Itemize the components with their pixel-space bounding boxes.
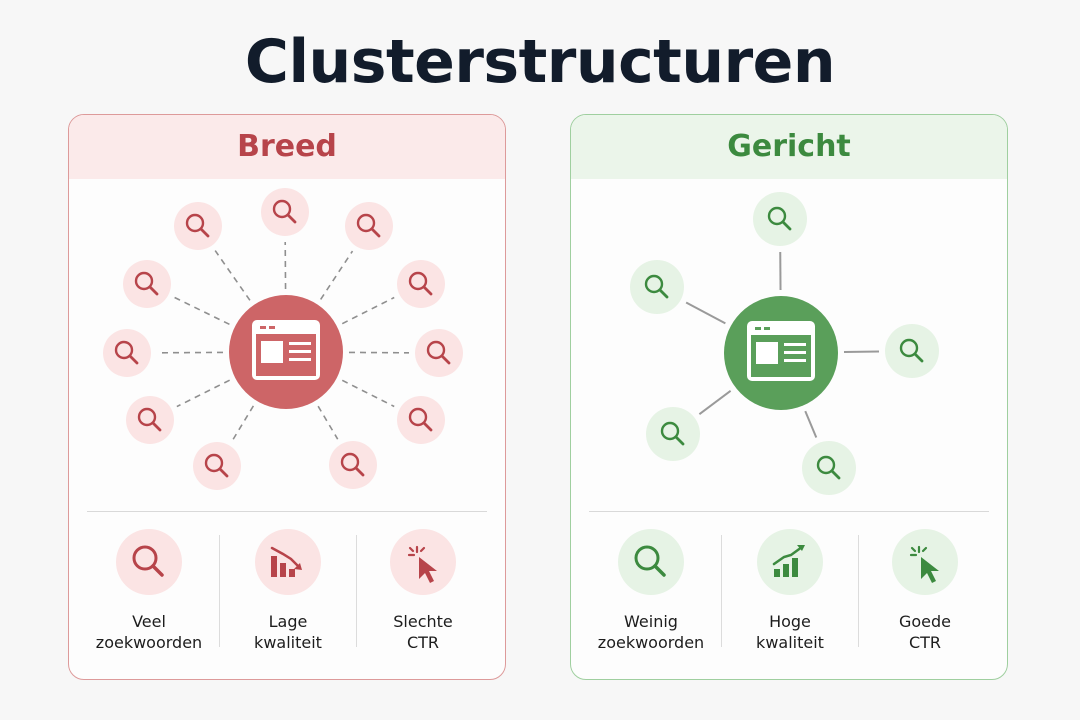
cluster-link	[698, 390, 732, 415]
search-icon	[116, 529, 182, 595]
cluster-link	[231, 405, 255, 441]
keyword-node	[345, 202, 393, 250]
keyword-node	[126, 396, 174, 444]
keyword-node	[415, 329, 463, 377]
cluster-link	[319, 250, 354, 300]
keyword-node	[261, 188, 309, 236]
search-icon	[408, 407, 433, 432]
divider	[87, 511, 487, 512]
cluster-link	[685, 301, 726, 325]
cluster-link	[214, 250, 251, 301]
broad-cluster-diagram	[103, 188, 463, 490]
search-icon	[204, 453, 229, 478]
search-icon	[426, 340, 451, 365]
search-icon	[899, 338, 924, 363]
separator	[858, 535, 859, 647]
cursor-click-icon	[390, 529, 456, 595]
webpage-icon	[252, 320, 320, 380]
keyword-node	[885, 324, 939, 378]
cluster-link	[317, 405, 339, 440]
bar-chart-down-icon	[255, 529, 321, 595]
cursor-click-icon	[892, 529, 958, 595]
panel-heading: Gericht	[571, 115, 1007, 179]
keyword-node	[753, 192, 807, 246]
separator	[219, 535, 220, 647]
search-icon	[767, 206, 792, 231]
keyword-node	[802, 441, 856, 495]
cluster-link	[843, 350, 880, 354]
keyword-node	[397, 260, 445, 308]
keyword-node	[193, 442, 241, 490]
keyword-node	[630, 260, 684, 314]
keyword-node	[174, 202, 222, 250]
keyword-node	[103, 329, 151, 377]
search-icon	[272, 199, 297, 224]
search-icon	[134, 271, 159, 296]
cluster-link	[341, 296, 395, 325]
cluster-link	[341, 379, 395, 408]
search-icon	[644, 274, 669, 299]
search-icon	[340, 452, 365, 477]
search-icon	[114, 340, 139, 365]
bar-chart-up-icon	[757, 529, 823, 595]
search-icon	[618, 529, 684, 595]
hub-page	[229, 295, 343, 409]
keyword-node	[329, 441, 377, 489]
search-icon	[816, 455, 841, 480]
divider	[589, 511, 989, 512]
page-title: Clusterstructuren	[244, 27, 836, 97]
separator	[356, 535, 357, 647]
separator	[721, 535, 722, 647]
keyword-node	[646, 407, 700, 461]
search-icon	[408, 271, 433, 296]
keyword-node	[123, 260, 171, 308]
hub-page	[724, 296, 838, 410]
search-icon	[137, 407, 162, 432]
focused-cluster-diagram	[630, 192, 939, 495]
webpage-icon	[747, 321, 815, 381]
keyword-node	[397, 396, 445, 444]
cluster-link	[804, 410, 818, 438]
search-icon	[356, 213, 381, 238]
cluster-link	[173, 296, 230, 326]
search-icon	[660, 421, 685, 446]
search-icon	[185, 213, 210, 238]
panel-heading: Breed	[69, 115, 505, 179]
cluster-link	[176, 379, 231, 408]
